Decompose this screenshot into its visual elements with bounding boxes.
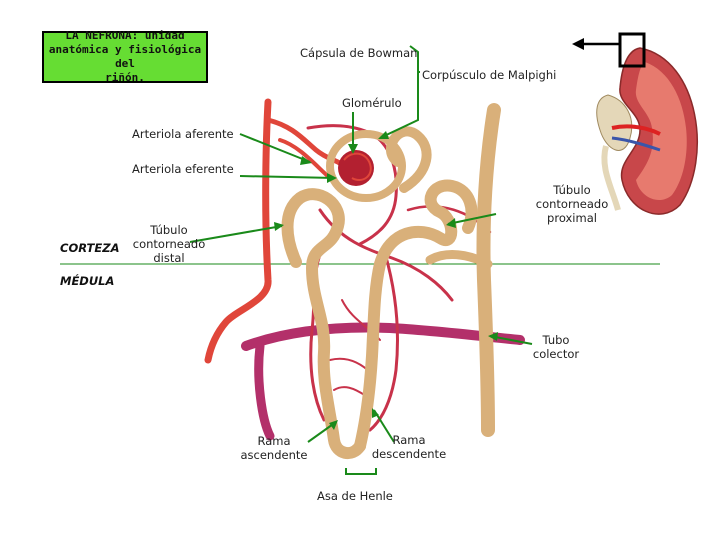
label-rama-ascendente: Rama ascendente — [240, 434, 308, 462]
leader-lines — [189, 45, 533, 475]
title-box: LA NEFRONA: unidad anatómica y fisiológi… — [42, 29, 208, 84]
label-glomerulo: Glomérulo — [342, 96, 402, 110]
label-arteriola-aferente: Arteriola aferente — [132, 127, 234, 141]
label-capsula-bowman: Cápsula de Bowman — [300, 46, 418, 60]
label-asa-henle: Asa de Henle — [317, 489, 393, 503]
zoom-arrow — [572, 38, 620, 50]
label-arteriola-eferente: Arteriola eferente — [132, 162, 234, 176]
label-tubulo-distal: Túbulo contorneado distal — [132, 223, 206, 265]
label-medula: MÉDULA — [60, 274, 115, 288]
label-corpusculo-malpighi: Corpúsculo de Malpighi — [422, 68, 557, 82]
kidney-section — [596, 32, 698, 215]
glomerulus — [338, 150, 374, 186]
title-text: LA NEFRONA: unidad anatómica y fisiológi… — [48, 29, 202, 84]
label-rama-descendente: Rama descendente — [371, 433, 447, 461]
label-tubo-colector: Tubo colector — [532, 333, 580, 361]
tubules — [281, 103, 501, 460]
label-corteza: CORTEZA — [60, 241, 120, 255]
leader-arrowheads — [274, 131, 498, 430]
label-tubulo-proximal: Túbulo contorneado proximal — [535, 183, 609, 225]
